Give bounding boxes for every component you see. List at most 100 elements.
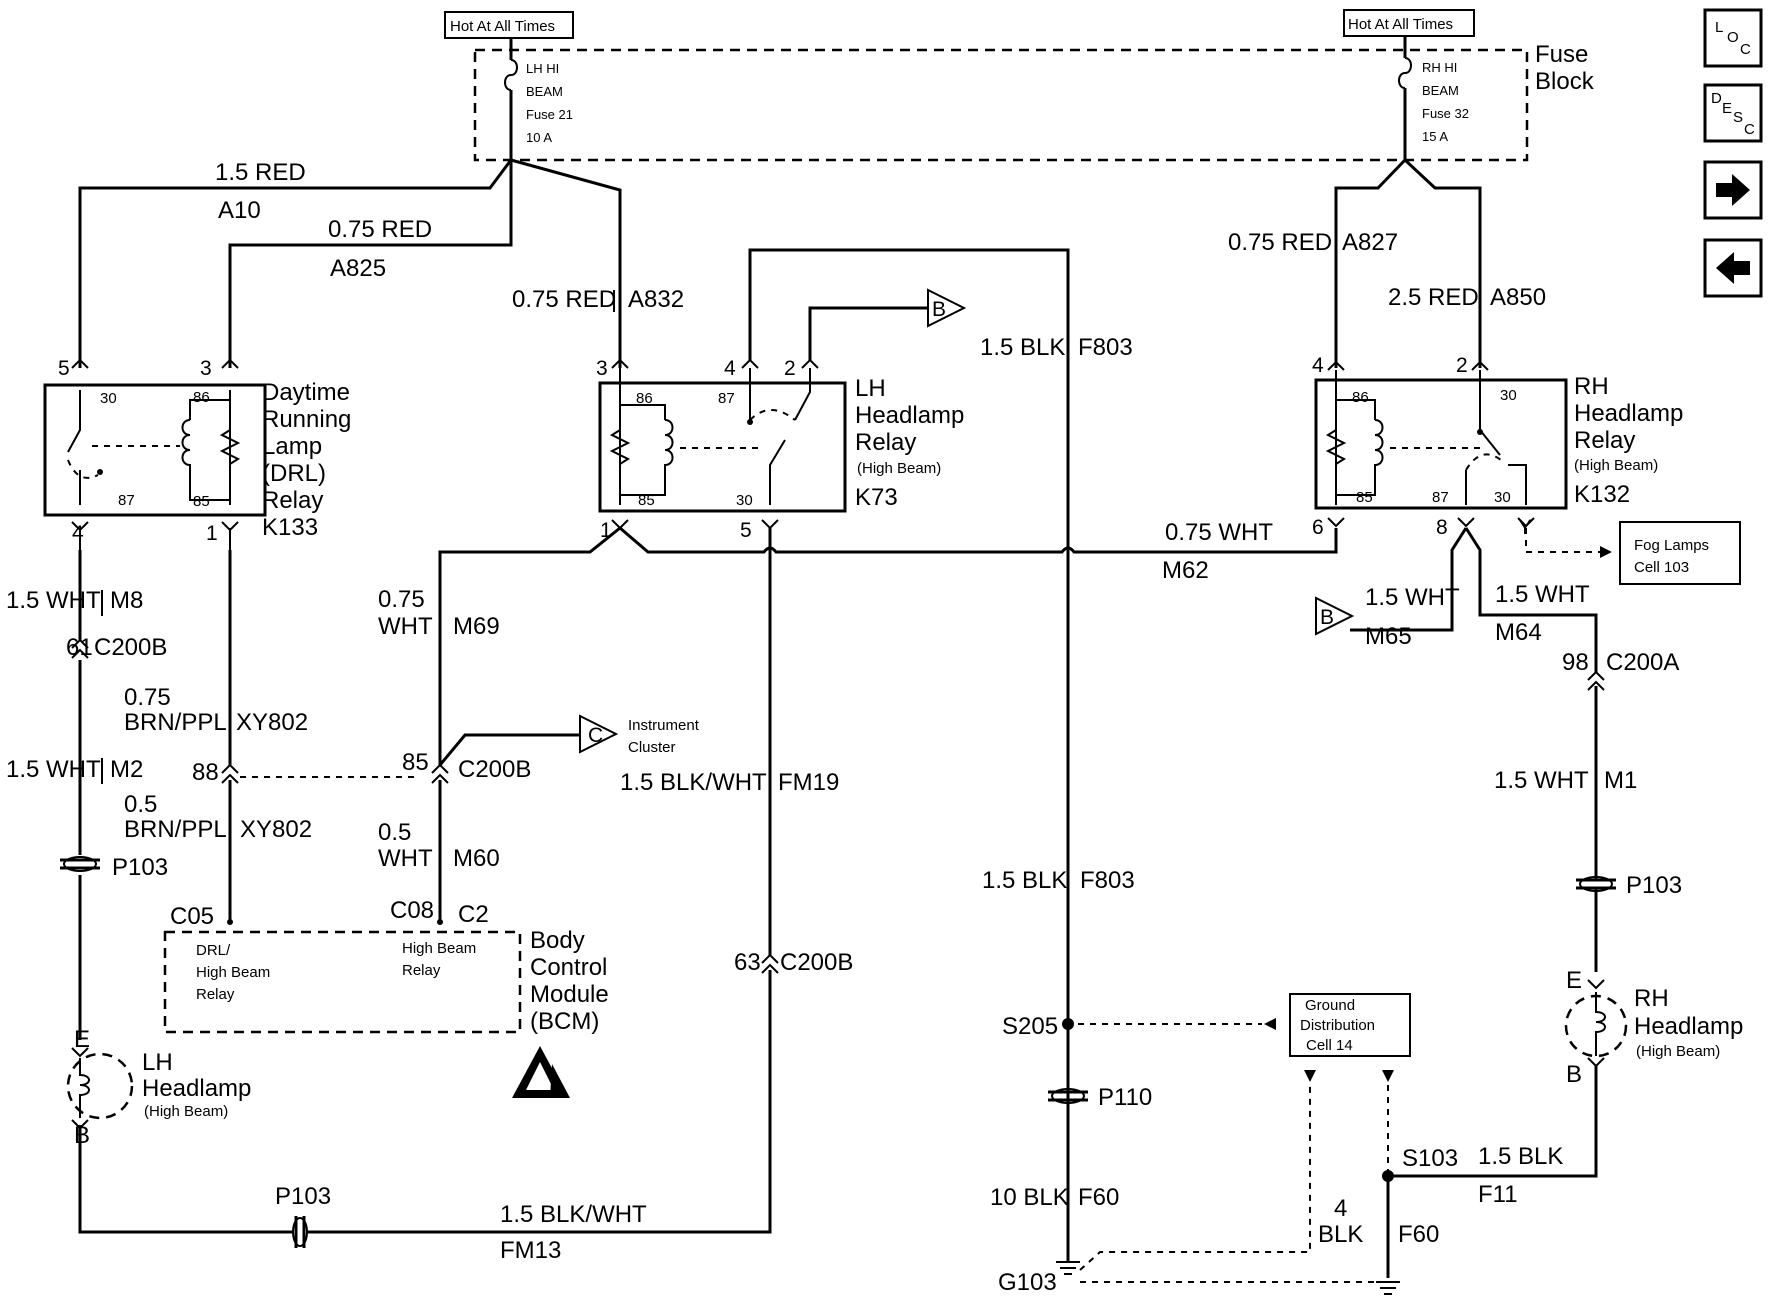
svg-text:Cell 14: Cell 14 [1306, 1037, 1353, 1054]
loc-button[interactable]: L O C [1703, 8, 1763, 68]
svg-text:1.5 BLK: 1.5 BLK [980, 334, 1065, 361]
svg-text:M8: M8 [110, 587, 143, 614]
svg-text:M60: M60 [453, 845, 500, 872]
svg-text:E: E [1566, 967, 1582, 994]
svg-text:Distribution: Distribution [1300, 1017, 1375, 1034]
svg-text:0.75 RED: 0.75 RED [512, 286, 616, 313]
svg-text:P103: P103 [1626, 872, 1682, 899]
svg-text:(BCM): (BCM) [530, 1008, 599, 1035]
lh-headlamp-label: LH [142, 1049, 173, 1076]
svg-text:C05: C05 [170, 903, 214, 930]
svg-text:B: B [932, 298, 946, 321]
svg-text:Relay: Relay [1574, 427, 1635, 454]
svg-text:S103: S103 [1402, 1145, 1458, 1172]
svg-text:6: 6 [1312, 516, 1324, 539]
svg-text:88: 88 [192, 759, 219, 786]
svg-text:E: E [74, 1026, 90, 1053]
svg-text:1.5 WHT: 1.5 WHT [1495, 581, 1590, 608]
svg-text:XY802: XY802 [236, 709, 308, 736]
svg-text:Ground: Ground [1305, 997, 1355, 1014]
svg-text:4: 4 [72, 522, 84, 545]
rh-headlamp-label: RH [1634, 985, 1669, 1012]
s103-ground-path: S103 1.5 BLK F11 4 BLK F60 [1318, 1143, 1563, 1295]
svg-text:1.5 RED: 1.5 RED [215, 159, 306, 186]
svg-text:63: 63 [734, 949, 761, 976]
svg-text:FM19: FM19 [778, 769, 839, 796]
svg-text:M62: M62 [1162, 557, 1209, 584]
svg-text:2: 2 [784, 357, 796, 380]
ground-distribution-ref: Ground Distribution Cell 14 [1289, 993, 1411, 1172]
svg-text:0.5: 0.5 [124, 791, 157, 818]
svg-text:F60: F60 [1398, 1221, 1439, 1248]
svg-text:C08: C08 [390, 897, 434, 924]
lh-headlamp: E B LH Headlamp (High Beam) [66, 1026, 251, 1149]
svg-text:85: 85 [638, 492, 655, 509]
rh-relay-pin8-wires: B 1.5 WHT M65 1.5 WHT M64 [1315, 527, 1598, 655]
svg-text:B: B [1566, 1061, 1582, 1088]
svg-text:C200B: C200B [94, 634, 167, 661]
svg-text:Fog Lamps: Fog Lamps [1634, 537, 1709, 554]
svg-text:Headlamp: Headlamp [1574, 400, 1683, 427]
svg-text:1.5 WHT: 1.5 WHT [6, 756, 101, 783]
svg-text:1.5 BLK: 1.5 BLK [982, 867, 1067, 894]
svg-text:Headlamp: Headlamp [1634, 1013, 1743, 1040]
svg-text:Relay: Relay [402, 962, 441, 979]
svg-text:F60: F60 [1078, 1184, 1119, 1211]
svg-text:30: 30 [736, 492, 753, 509]
lh-relay-label: LH [855, 375, 886, 402]
svg-text:S205: S205 [1002, 1013, 1058, 1040]
next-page-button[interactable] [1703, 160, 1763, 220]
svg-text:10 BLK: 10 BLK [990, 1184, 1069, 1211]
fm19-fm13-wire: 1.5 BLK/WHT FM19 63 C200B P103 1.5 BLK/W… [78, 528, 853, 1264]
left-feed-wires: 1.5 RED A10 0.75 RED A825 0.75 RED A832 [78, 158, 684, 368]
svg-text:High Beam: High Beam [196, 964, 270, 981]
lh-relay-output-wires: B 1.5 BLK F803 [748, 248, 1133, 1258]
svg-text:A832: A832 [628, 286, 684, 313]
svg-text:85: 85 [1356, 489, 1373, 506]
svg-text:FM13: FM13 [500, 1237, 561, 1264]
svg-text:61: 61 [66, 634, 93, 661]
svg-text:A850: A850 [1490, 284, 1546, 311]
svg-text:Headlamp: Headlamp [855, 402, 964, 429]
svg-text:86: 86 [636, 390, 653, 407]
svg-text:M2: M2 [110, 756, 143, 783]
fuse-block: Fuse Block Hot At All Times Hot At All T… [444, 9, 1595, 162]
svg-text:DRL/: DRL/ [196, 942, 231, 959]
fog-lamps-ref: Fog Lamps Cell 103 [1525, 521, 1741, 585]
svg-text:P103: P103 [275, 1183, 331, 1210]
svg-text:M1: M1 [1604, 767, 1637, 794]
svg-text:C: C [588, 724, 603, 747]
svg-text:XY802: XY802 [240, 816, 312, 843]
svg-text:1.5 BLK/WHT: 1.5 BLK/WHT [620, 769, 767, 796]
rh-relay-label: RH [1574, 373, 1609, 400]
svg-text:5: 5 [58, 357, 70, 380]
svg-text:4: 4 [1334, 1195, 1347, 1222]
svg-text:87: 87 [118, 492, 135, 509]
svg-text:1.5 BLK: 1.5 BLK [1478, 1143, 1563, 1170]
svg-text:BLK: BLK [1318, 1221, 1363, 1248]
hot-at-all-times-left: Hot At All Times [450, 18, 555, 35]
ground-g103-icon [1056, 1258, 1080, 1275]
svg-text:M64: M64 [1495, 619, 1542, 646]
svg-text:(High Beam): (High Beam) [857, 460, 941, 477]
svg-text:Cell 103: Cell 103 [1634, 559, 1689, 576]
svg-text:E: E [1722, 100, 1732, 117]
previous-page-button[interactable] [1703, 238, 1763, 298]
esd-warning-icon [512, 1046, 570, 1098]
svg-text:30: 30 [100, 390, 117, 407]
svg-text:1.5 WHT: 1.5 WHT [1365, 584, 1460, 611]
svg-text:1.5 WHT: 1.5 WHT [1494, 767, 1589, 794]
svg-text:Instrument: Instrument [628, 717, 700, 734]
desc-button[interactable]: D E S C [1703, 83, 1763, 143]
svg-text:D: D [1711, 90, 1722, 107]
svg-text:87: 87 [1432, 489, 1449, 506]
svg-text:0.75: 0.75 [124, 684, 171, 711]
svg-text:0.75 WHT: 0.75 WHT [1165, 519, 1273, 546]
svg-text:2: 2 [1456, 354, 1468, 377]
svg-text:10 A: 10 A [526, 130, 552, 145]
svg-text:C: C [1740, 41, 1751, 58]
right-feed-wires: 0.75 RED A827 2.5 RED A850 [1228, 158, 1546, 368]
svg-text:B: B [1320, 606, 1334, 629]
xy802-wire: 0.75 BRN/PPL XY802 88 0.5 BRN/PPL XY802 [124, 550, 420, 922]
svg-text:Relay: Relay [196, 986, 235, 1003]
